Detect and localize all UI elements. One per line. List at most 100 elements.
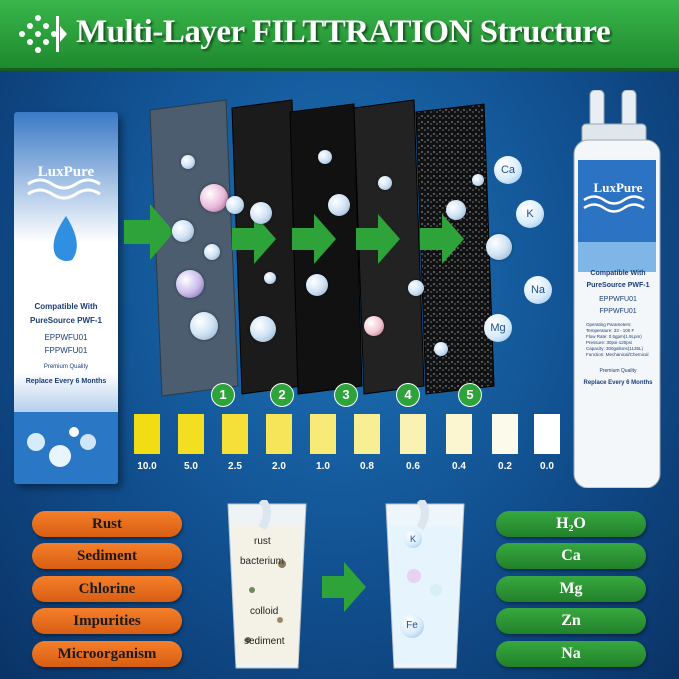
mineral-pill: Na xyxy=(496,641,646,667)
param-line: Flow Rate: 0.5gpm(1.9Lpm) xyxy=(586,334,642,339)
scale-label: 0.6 xyxy=(406,461,420,472)
scale-label: 0.8 xyxy=(360,461,374,472)
arrow-right-icon xyxy=(292,214,336,264)
cartridge-compat: Compatible With xyxy=(590,270,646,277)
box-quality: Premium Quality xyxy=(43,364,89,370)
dirty-water-glass xyxy=(227,500,307,669)
product-box xyxy=(14,112,118,484)
scale-swatch xyxy=(178,414,204,454)
particle xyxy=(250,202,272,224)
layer-number: 2 xyxy=(270,383,294,407)
contaminant-pill: Chlorine xyxy=(32,576,182,602)
page-title: Multi-Layer FILTTRATION Structure xyxy=(76,14,611,50)
scale-swatch xyxy=(446,414,472,454)
layer-number: 5 xyxy=(458,383,482,407)
particle xyxy=(364,316,384,336)
arrow-right-icon xyxy=(356,214,400,264)
params-title: Operating Parameters: xyxy=(586,322,632,327)
particle xyxy=(434,342,448,356)
arrow-right-icon xyxy=(420,214,464,264)
particle xyxy=(378,176,392,190)
particle xyxy=(200,184,228,212)
clean-water-glass xyxy=(385,500,465,669)
box-replace: Replace Every 6 Months xyxy=(25,378,107,385)
box-model-1: EPPWFU01 xyxy=(44,333,88,342)
contaminant-pill: Microorganism xyxy=(32,641,182,667)
scale-label: 5.0 xyxy=(184,461,198,472)
glass-label: sediment xyxy=(244,636,285,647)
scale-swatch xyxy=(266,414,292,454)
mineral-pill: Zn xyxy=(496,608,646,634)
scale-swatch xyxy=(354,414,380,454)
cartridge-quality: Premium Quality xyxy=(599,368,637,374)
scale-label: 0.0 xyxy=(540,461,554,472)
particle xyxy=(318,150,332,164)
particle xyxy=(486,234,512,260)
ion-mg: Mg xyxy=(484,314,512,342)
ion-na: Na xyxy=(524,276,552,304)
glass-label: bacterium xyxy=(240,556,284,567)
cartridge-replace: Replace Every 6 Months xyxy=(583,380,653,386)
scale-label: 0.2 xyxy=(498,461,512,472)
layer-number: 3 xyxy=(334,383,358,407)
param-line: Temperature: 33 - 100 F xyxy=(586,328,635,333)
layer-number: 4 xyxy=(396,383,420,407)
scale-label: 2.5 xyxy=(228,461,242,472)
param-line: Capacity: 300gallons(1135L) xyxy=(586,346,643,351)
particle xyxy=(264,272,276,284)
particle xyxy=(190,312,218,340)
box-model-2: FPPWFU01 xyxy=(44,346,88,355)
param-line: Pressure: 30psi-120psi xyxy=(586,340,633,345)
mineral-pill: Mg xyxy=(496,576,646,602)
particle xyxy=(408,280,424,296)
filter-cartridge xyxy=(573,90,661,488)
arrow-right-icon xyxy=(232,214,276,264)
scale-label: 1.0 xyxy=(316,461,330,472)
box-compat: Compatible With xyxy=(34,302,98,311)
glass-label: colloid xyxy=(250,606,279,617)
particle xyxy=(328,194,350,216)
ion-ca: Ca xyxy=(494,156,522,184)
scale-swatch xyxy=(400,414,426,454)
scale-swatch xyxy=(222,414,248,454)
particle xyxy=(446,200,466,220)
scale-swatch xyxy=(134,414,160,454)
particle xyxy=(204,244,220,260)
particle xyxy=(306,274,328,296)
param-line: Function: Mechanical/Chemical xyxy=(586,352,649,357)
cartridge-compat-model: PureSource PWF-1 xyxy=(586,282,650,289)
scale-label: 0.4 xyxy=(452,461,466,472)
box-brand: LuxPure xyxy=(37,164,95,180)
contaminant-pill: Rust xyxy=(32,511,182,537)
particle xyxy=(472,174,484,186)
ion-k-glass: K xyxy=(404,530,422,548)
layer-number: 1 xyxy=(211,383,235,407)
box-compat-model: PureSource PWF-1 xyxy=(29,316,102,325)
contaminant-pill: Sediment xyxy=(32,543,182,569)
cartridge-params: Operating Parameters: Temperature: 33 - … xyxy=(586,322,656,358)
particle xyxy=(226,196,244,214)
cartridge-model-2: FPPWFU01 xyxy=(599,308,637,315)
contaminant-pill: Impurities xyxy=(32,608,182,634)
particle xyxy=(181,155,195,169)
scale-swatch xyxy=(534,414,560,454)
ion-fe-glass: Fe xyxy=(400,614,424,638)
scale-swatch xyxy=(492,414,518,454)
filter-dots-icon xyxy=(19,15,67,53)
cartridge-model-1: EPPWFU01 xyxy=(599,296,637,303)
mineral-pill: Ca xyxy=(496,543,646,569)
particle xyxy=(176,270,204,298)
particle xyxy=(250,316,276,342)
ion-k: K xyxy=(516,200,544,228)
scale-swatch xyxy=(310,414,336,454)
scale-label: 2.0 xyxy=(272,461,286,472)
arrow-right-icon xyxy=(124,204,174,260)
arrow-right-icon xyxy=(322,562,366,612)
scale-label: 10.0 xyxy=(137,461,157,472)
box-water-art xyxy=(14,178,118,484)
glass-label: rust xyxy=(254,536,271,547)
particle xyxy=(172,220,194,242)
mineral-pill: H₂O xyxy=(496,511,646,537)
cartridge-brand: LuxPure xyxy=(593,180,643,195)
